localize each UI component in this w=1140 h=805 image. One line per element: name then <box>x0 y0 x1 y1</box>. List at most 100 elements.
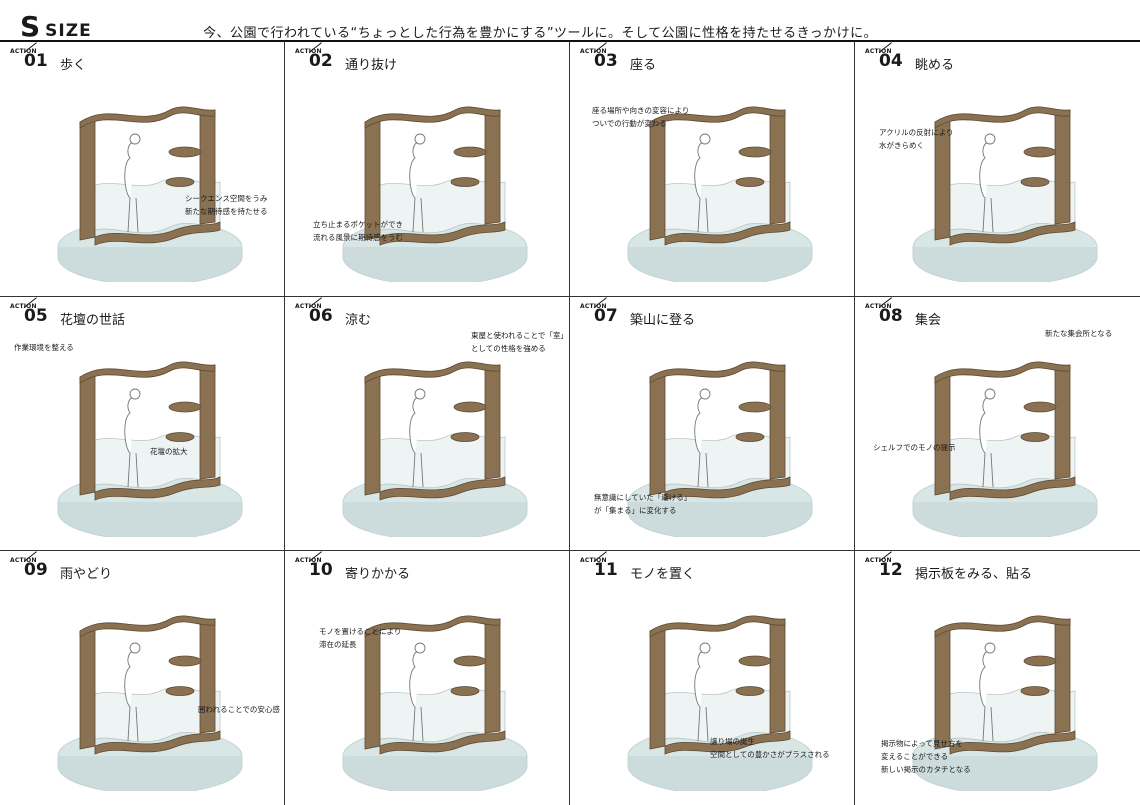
pavilion-model-image <box>335 82 535 286</box>
action-title: 通り抜け <box>345 58 398 73</box>
pavilion-illustration <box>342 106 528 286</box>
action-number: 11 <box>594 560 618 580</box>
action-number: 06 <box>309 306 333 326</box>
pavilion-illustration <box>912 615 1098 795</box>
action-title: 掲示板をみる、貼る <box>915 567 1033 582</box>
pavilion-model-image <box>620 591 820 795</box>
pavilion-illustration <box>342 615 528 795</box>
annotation-note: 水がきらめく <box>879 141 924 150</box>
pavilion-illustration <box>342 361 528 541</box>
page-header: S SIZE 今、公園で行われている“ちょっとした行為を豊かにする”ツールに。そ… <box>0 0 1140 43</box>
action-header: ACTION07 築山に登る <box>580 297 840 328</box>
pavilion-illustration <box>57 615 243 795</box>
action-number: 03 <box>594 51 618 71</box>
grid-divider <box>0 550 1140 551</box>
action-tag: ACTION <box>295 303 322 310</box>
action-tag: ACTION <box>580 303 607 310</box>
action-tag: ACTION <box>10 48 37 55</box>
action-title: 雨やどり <box>60 567 113 582</box>
action-title: 寄りかかる <box>345 567 411 582</box>
annotation-note: 空間としての豊かさがプラスされる <box>710 750 830 759</box>
annotation-note: 東屋と使われることで「室」 <box>471 331 568 340</box>
annotation-note: アクリルの反射により <box>879 128 954 137</box>
action-header: ACTION11 モノを置く <box>580 551 840 582</box>
action-title: 築山に登る <box>630 313 696 328</box>
pavilion-illustration <box>912 361 1098 541</box>
tagline: 今、公園で行われている“ちょっとした行為を豊かにする”ツールに。そして公園に性格… <box>203 26 878 41</box>
pavilion-model-image <box>620 82 820 286</box>
grid-divider <box>569 42 570 805</box>
action-header: ACTION04 眺める <box>865 42 1125 73</box>
action-header: ACTION09 雨やどり <box>10 551 270 582</box>
action-header: ACTION05花壇の世話 <box>10 297 270 328</box>
annotation-note: 座る場所や向きの変容により <box>592 106 690 115</box>
annotation-note: 無意識にしていた「避ける」 <box>594 493 692 502</box>
action-tag: ACTION <box>865 303 892 310</box>
annotation-note: が「集まる」に変化する <box>594 506 677 515</box>
pavilion-model-image <box>905 337 1105 541</box>
action-cell: ACTION12 掲示板をみる、貼る掲示物によって見せ方を変えることができる新しい… <box>855 551 1139 805</box>
action-title: 涼む <box>345 313 372 328</box>
pavilion-model-image <box>50 337 250 541</box>
pavilion-illustration <box>57 106 243 286</box>
pavilion-illustration <box>57 361 243 541</box>
action-number: 08 <box>879 306 903 326</box>
pavilion-illustration <box>627 106 813 286</box>
action-number: 01 <box>24 51 48 71</box>
pavilion-model-image <box>620 337 820 541</box>
annotation-note: モノを置けることにより <box>319 627 402 636</box>
grid-divider <box>854 42 855 805</box>
action-cell: ACTION02通り抜け立ち止まるポケットができ流れる風景に期待感をうむ <box>285 42 569 296</box>
action-tag: ACTION <box>295 48 322 55</box>
annotation-note: 作業環境を整える <box>14 343 74 352</box>
annotation-note: としての性格を強める <box>471 344 546 353</box>
annotation-note: シークエンス空間をうみ <box>185 194 268 203</box>
action-number: 12 <box>879 560 903 580</box>
annotation-note: 流れる風景に期待感をうむ <box>313 233 403 242</box>
action-header: ACTION08集会 <box>865 297 1125 328</box>
action-title: 花壇の世話 <box>60 313 126 328</box>
action-number: 09 <box>24 560 48 580</box>
brand-letter: S <box>20 10 40 43</box>
annotation-note: 掲示物によって見せ方を <box>881 739 963 748</box>
action-title: 座る <box>630 58 657 73</box>
action-number: 07 <box>594 306 618 326</box>
pavilion-model-image <box>50 591 250 795</box>
pavilion-model-image <box>50 82 250 286</box>
pavilion-model-image <box>905 82 1105 286</box>
action-tag: ACTION <box>580 48 607 55</box>
action-title: 眺める <box>915 58 955 73</box>
grid-divider <box>284 42 285 805</box>
annotation-note: 新たな集会所となる <box>1045 329 1113 338</box>
pavilion-illustration <box>627 361 813 541</box>
pavilion-model-image <box>335 337 535 541</box>
action-number: 05 <box>24 306 48 326</box>
action-title: モノを置く <box>630 567 696 582</box>
annotation-note: 新たな期待感を持たせる <box>185 207 268 216</box>
annotation-note: 立ち止まるポケットができ <box>313 220 403 229</box>
action-grid: ACTION01歩くシークエンス空間をうみ新たな期待感を持たせるACTION02… <box>0 42 1140 805</box>
action-tag: ACTION <box>865 557 892 564</box>
action-cell: ACTION01歩くシークエンス空間をうみ新たな期待感を持たせる <box>0 42 284 296</box>
action-tag: ACTION <box>580 557 607 564</box>
annotation-note: 花壇の拡大 <box>150 447 188 456</box>
action-tag: ACTION <box>865 48 892 55</box>
annotation-note: 新しい掲示のカタチとなる <box>881 765 971 774</box>
action-header: ACTION01歩く <box>10 42 270 73</box>
action-header: ACTION03 座る <box>580 42 840 73</box>
action-tag: ACTION <box>10 557 37 564</box>
annotation-note: 囲われることでの安心感 <box>198 705 280 714</box>
action-cell: ACTION03座る座る場所や向きの変容によりついでの行動が変わる <box>570 42 854 296</box>
annotation-note: 変えることができる <box>881 752 949 761</box>
header-divider <box>0 40 1140 42</box>
action-number: 04 <box>879 51 903 71</box>
brand-word: SIZE <box>45 21 92 41</box>
brand-logo: S SIZE <box>20 10 92 43</box>
pavilion-illustration <box>912 106 1098 286</box>
annotation-note: 譲り場の誕生 <box>710 737 755 746</box>
annotation-note: 滞在の延長 <box>319 640 357 649</box>
